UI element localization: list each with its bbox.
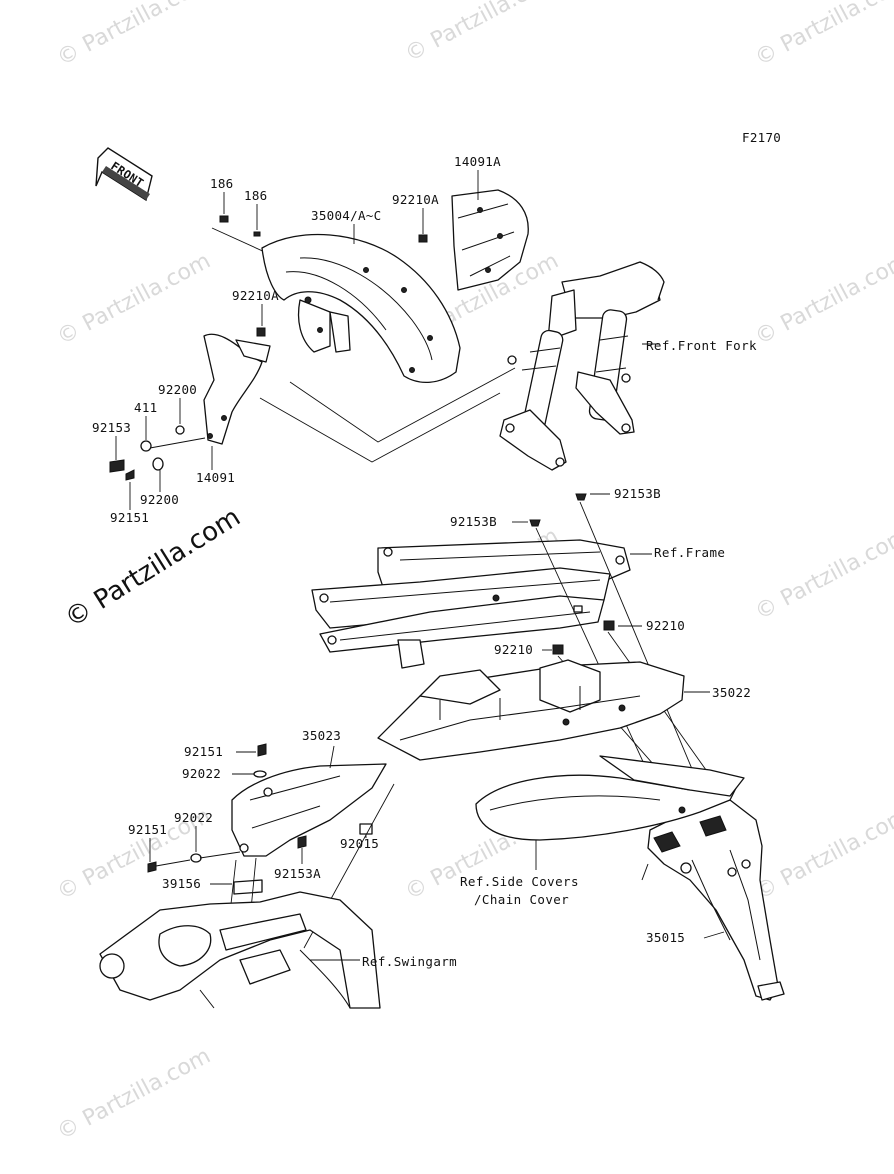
- label-35015: 35015: [646, 930, 685, 945]
- label-35023: 35023: [302, 728, 341, 743]
- rear-subframe: [311, 539, 631, 669]
- label-92153: 92153: [92, 420, 131, 435]
- watermark: © Partzilla.com: [751, 0, 894, 71]
- ref-side-covers: Ref.Side Covers: [460, 874, 579, 889]
- ref-swingarm: Ref.Swingarm: [362, 954, 457, 969]
- watermark: © Partzilla.com: [53, 1044, 215, 1146]
- label-92200: 92200: [140, 492, 179, 507]
- chain-guard-35023: [231, 763, 387, 857]
- label-411: 411: [134, 400, 157, 415]
- diagram-code: F2170: [742, 130, 781, 145]
- front-arrow-icon: FRONT: [95, 147, 153, 202]
- label-92151: 92151: [128, 822, 167, 837]
- label-92210: 92210: [646, 618, 685, 633]
- label-92022: 92022: [182, 766, 221, 781]
- clip-92210a: [418, 234, 428, 243]
- label-92022: 92022: [174, 810, 213, 825]
- label-186: 186: [244, 188, 267, 203]
- label-14091a: 14091A: [454, 154, 501, 169]
- label-92153b: 92153B: [450, 514, 497, 529]
- ref-chain-cover: /Chain Cover: [474, 892, 569, 907]
- label-92153a: 92153A: [274, 866, 321, 881]
- watermark: © Partzilla.com: [53, 0, 215, 71]
- rear-undertray: [377, 659, 685, 761]
- watermark-main: © Partzilla.com: [60, 502, 246, 634]
- label-35004: 35004/A~C: [311, 208, 381, 223]
- front-fender-group: [109, 189, 529, 481]
- swingarm: [99, 891, 381, 1009]
- label-92015: 92015: [340, 836, 379, 851]
- label-186: 186: [210, 176, 233, 191]
- watermark: © Partzilla.com: [401, 0, 563, 67]
- label-92210a: 92210A: [392, 192, 439, 207]
- rear-fender-35015: [641, 799, 785, 1001]
- watermark: © Partzilla.com: [751, 249, 894, 351]
- label-92151: 92151: [110, 510, 149, 525]
- label-35022: 35022: [712, 685, 751, 700]
- front-fork: [499, 261, 665, 471]
- label-14091: 14091: [196, 470, 235, 485]
- front-fender: [261, 233, 461, 383]
- part-labels: 186 186 35004/A~C 92210A 14091A 92210A 9…: [92, 154, 751, 945]
- label-39156: 39156: [162, 876, 201, 891]
- watermark: © Partzilla.com: [53, 249, 215, 351]
- label-92210: 92210: [494, 642, 533, 657]
- ref-front-fork: Ref.Front Fork: [646, 338, 757, 353]
- side-cover: [475, 755, 745, 841]
- fender-cover-left: [203, 333, 263, 445]
- label-92153b: 92153B: [614, 486, 661, 501]
- label-92151: 92151: [184, 744, 223, 759]
- label-92200: 92200: [158, 382, 197, 397]
- label-92210a: 92210A: [232, 288, 279, 303]
- watermark: © Partzilla.com: [751, 524, 894, 626]
- ref-frame: Ref.Frame: [654, 545, 725, 560]
- watermark: © Partzilla.com: [751, 804, 894, 906]
